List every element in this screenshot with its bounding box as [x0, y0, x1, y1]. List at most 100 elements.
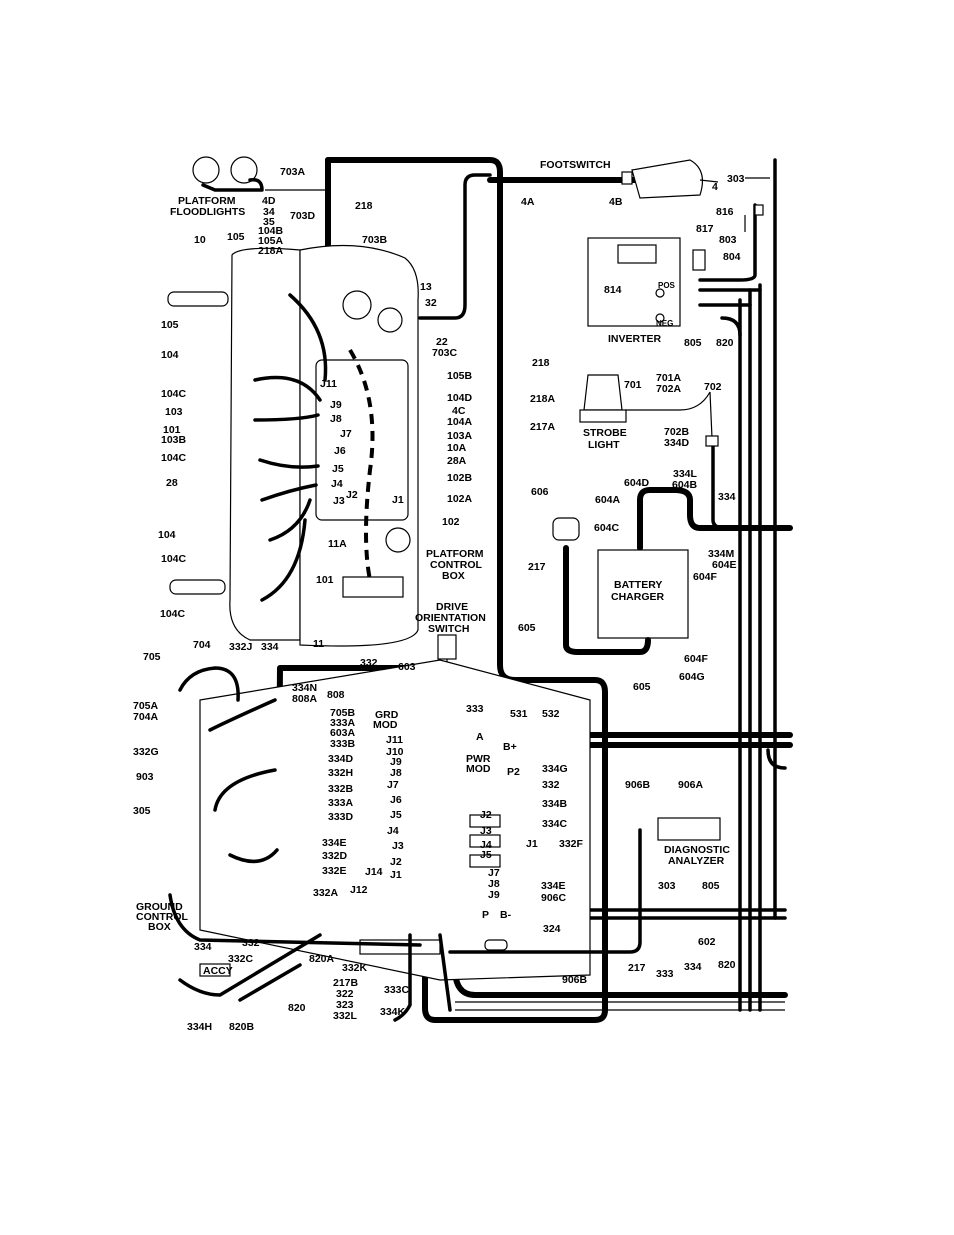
wire-label: 332J — [229, 641, 253, 653]
label-drive-orientation-2: ORIENTATION — [415, 612, 486, 624]
label-battery-charger: BATTERY — [614, 579, 662, 591]
connector-label: J11 — [320, 378, 337, 390]
wire-label: 820B — [229, 1021, 255, 1033]
wire-label: 105 — [227, 231, 245, 243]
connector-label: J9 — [330, 399, 342, 411]
wire-label: 334M — [708, 548, 735, 560]
wire-label: 104C — [161, 452, 187, 464]
connector-label: J8 — [488, 878, 500, 890]
wire-label: 334D — [664, 437, 690, 449]
wire-label: 11A — [328, 538, 347, 550]
wire-label: 28 — [166, 477, 178, 489]
connector-label: J5 — [480, 849, 492, 861]
connector-label: J2 — [346, 489, 358, 501]
label-battery-charger-2: CHARGER — [611, 591, 665, 603]
wire-label: 218A — [258, 245, 284, 257]
wire-label: 814 — [604, 284, 622, 296]
wire-label: 702B — [664, 426, 690, 438]
label-inverter: INVERTER — [608, 333, 662, 345]
wire-label: 104C — [160, 608, 186, 620]
label-platform-floodlights-2: FLOODLIGHTS — [170, 206, 245, 218]
wire-label: 324 — [543, 923, 561, 935]
wire-label: 4D — [262, 195, 276, 207]
wire-label: 4B — [609, 196, 623, 208]
wire-label: 101 — [163, 424, 181, 436]
connector-label: J3 — [392, 840, 404, 852]
connector-label: J1 — [390, 869, 402, 881]
labels: PLATFORM FLOODLIGHTS FOOTSWITCH INVERTER… — [136, 159, 730, 977]
wire-label: 333 — [656, 968, 674, 980]
connector-label: J4 — [387, 825, 399, 837]
wire-label: 105B — [447, 370, 473, 382]
wire-label: 332L — [333, 1010, 358, 1022]
wire-label: 808A — [292, 693, 318, 705]
wire-label: 906A — [678, 779, 704, 791]
wire-label: 531 — [510, 708, 528, 720]
wire-label: 702 — [704, 381, 722, 393]
wire-label: 334 — [261, 641, 279, 653]
connector-label: J3 — [333, 495, 345, 507]
wire-label: 101 — [316, 574, 334, 586]
platform-control-box — [167, 244, 419, 647]
wire-label: 322 — [336, 988, 354, 1000]
wire-label: 102B — [447, 472, 473, 484]
wire-label: 334C — [542, 818, 568, 830]
wire-label: 705A — [133, 700, 159, 712]
label-ground-control-box: GROUND — [136, 901, 183, 913]
connector-label: P2 — [507, 766, 520, 778]
label-diagnostic-analyzer: DIAGNOSTIC — [664, 844, 730, 856]
label-strobe-light-2: LIGHT — [588, 439, 620, 451]
wire-label: 906B — [625, 779, 651, 791]
wire-label: 333A — [330, 717, 356, 729]
label-platform-floodlights: PLATFORM — [178, 195, 236, 207]
wire-label: 817 — [696, 223, 714, 235]
wire-label: 603A — [330, 727, 356, 739]
wire-label: 805 — [702, 880, 720, 892]
wire-label: 604A — [595, 494, 621, 506]
wire-label: 604C — [594, 522, 620, 534]
wire-label: 803 — [719, 234, 737, 246]
wire-label: 334K — [380, 1006, 406, 1018]
wire-label: 35 — [263, 216, 275, 228]
connector-label: J1 — [392, 494, 404, 506]
connector-label: P — [482, 909, 489, 921]
wire-label: 702A — [656, 383, 682, 395]
wire-label: 604G — [679, 671, 705, 683]
wire-label: 603 — [398, 661, 416, 673]
label-grd-mod-2: MOD — [373, 719, 398, 731]
label-pos: POS — [658, 281, 676, 290]
wire-labels: 703A 4D 34 35 104B 105A 218A 10 105 703D… — [133, 166, 745, 1033]
label-pwr-mod: PWR — [466, 753, 491, 765]
wire-label: 332E — [322, 865, 347, 877]
wire-label: 10 — [194, 234, 206, 246]
wire-label: 334N — [292, 682, 317, 694]
wire-label: 334 — [718, 491, 736, 503]
drive-orientation-switch — [437, 634, 457, 668]
label-footswitch: FOOTSWITCH — [540, 159, 611, 171]
terminal-label: B- — [500, 909, 512, 921]
connector-label: J9 — [390, 756, 402, 768]
wire-label: 333 — [466, 703, 484, 715]
connector-label: J11 — [386, 734, 403, 746]
wire-label: 820 — [288, 1002, 306, 1014]
wire-label: 605 — [633, 681, 651, 693]
wire-label: 303 — [727, 173, 745, 185]
wire-label: 820 — [716, 337, 734, 349]
wire-label: 808 — [327, 689, 345, 701]
wire-label: 334 — [194, 941, 212, 953]
wire-label: 332K — [342, 962, 368, 974]
wire-label: 10A — [447, 442, 467, 454]
wire-label: 104A — [447, 416, 473, 428]
label-ground-control-box-2: CONTROL — [136, 911, 188, 923]
wire-label: 333D — [328, 811, 354, 823]
label-platform-control-box-2: CONTROL — [430, 559, 482, 571]
connector-label: J9 — [488, 889, 500, 901]
wire-label: 13 — [420, 281, 432, 293]
wire-label: 217 — [528, 561, 546, 573]
wire-label: 701 — [624, 379, 642, 391]
wire-label: 34 — [263, 206, 275, 218]
wire-label: 703C — [432, 347, 458, 359]
wire-label: 906C — [541, 892, 567, 904]
wire-label: 704 — [193, 639, 211, 651]
